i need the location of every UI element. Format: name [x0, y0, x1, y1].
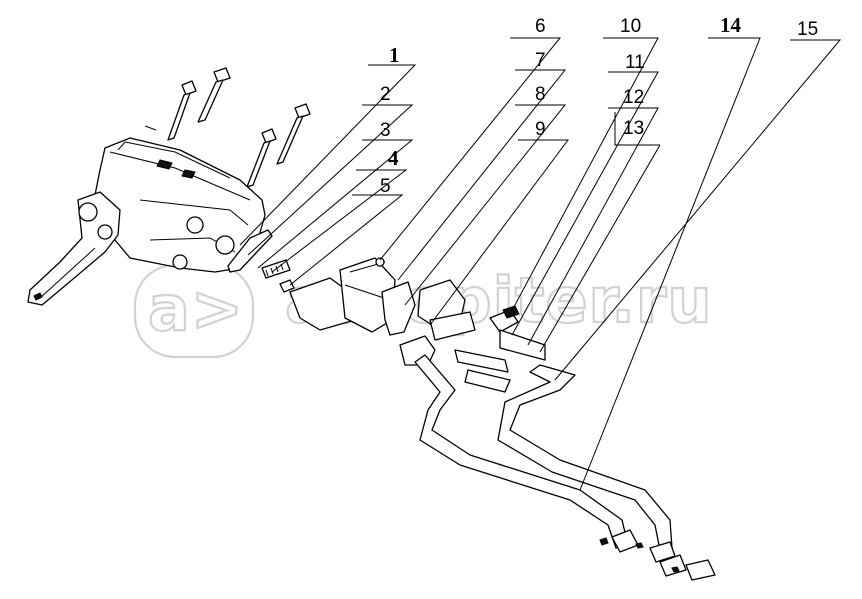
valve-body	[399, 279, 511, 393]
part-2-gasket	[227, 229, 273, 273]
callout-4: 4	[388, 146, 399, 170]
callout-labels: 1 2 3 4 5 6 7 8 9 10 11 12 13 14 15	[380, 13, 818, 197]
pipe-15	[497, 364, 673, 551]
leader-lines	[239, 37, 842, 491]
callout-9: 9	[535, 119, 546, 140]
pipe-end-fittings	[599, 529, 716, 581]
callout-5: 5	[380, 176, 391, 197]
callout-6: 6	[535, 16, 546, 37]
pedal-housing-assembly	[27, 137, 266, 306]
callout-8: 8	[535, 84, 546, 105]
bolt-2	[197, 67, 231, 123]
part-7-flange	[381, 281, 416, 336]
callout-14: 14	[720, 13, 742, 37]
callout-13: 13	[623, 118, 644, 139]
cylinder-block	[339, 257, 416, 336]
callout-1: 1	[389, 43, 400, 67]
fittings	[489, 305, 546, 361]
brake-pipes	[414, 354, 673, 551]
pipe-14	[414, 354, 629, 549]
watermark-logo: a>	[148, 272, 244, 345]
watermark-text: autopiter.ru	[285, 264, 713, 337]
bolt-1	[167, 80, 197, 141]
bolt-3	[276, 103, 311, 165]
callout-12: 12	[623, 87, 644, 108]
callout-7: 7	[535, 50, 546, 71]
callout-11: 11	[625, 52, 645, 73]
bolt-4	[246, 128, 277, 188]
callout-2: 2	[380, 84, 391, 105]
callout-15: 15	[797, 19, 818, 40]
watermark: a> autopiter.ru	[133, 263, 713, 359]
bolts-group	[144, 67, 311, 188]
part-4-ring	[279, 279, 295, 293]
callout-10: 10	[620, 16, 641, 37]
callout-3: 3	[380, 120, 391, 141]
